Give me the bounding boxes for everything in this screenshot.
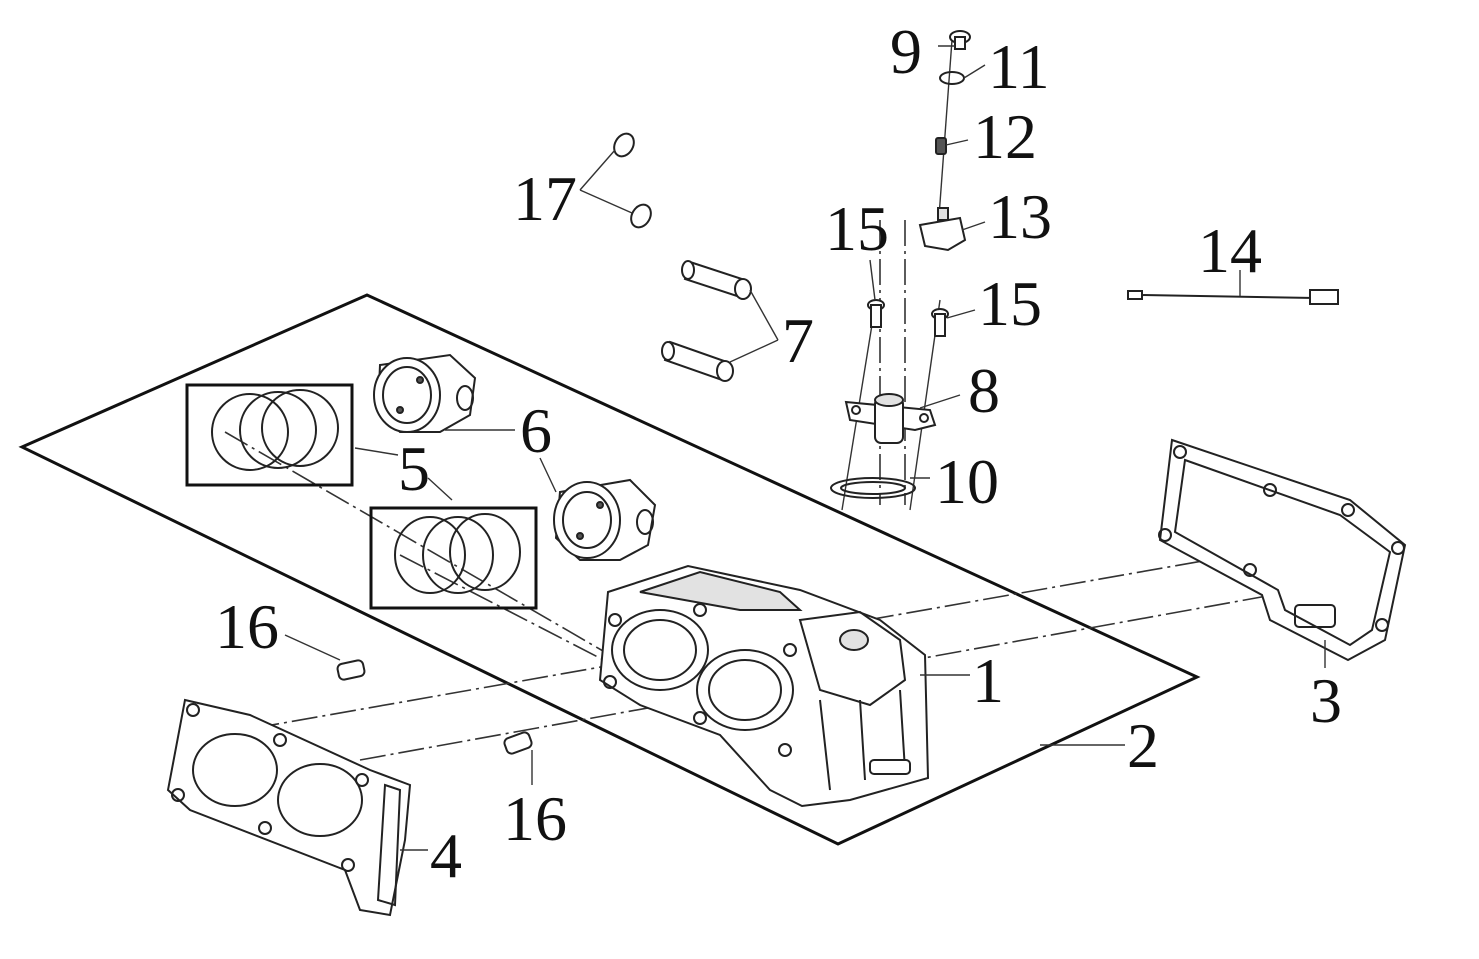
callout-2: 2 xyxy=(1127,710,1159,781)
dowel-pin-lower xyxy=(503,731,533,755)
callout-8: 8 xyxy=(968,355,1000,426)
piston-ring-set-upper xyxy=(185,383,354,487)
o-ring-17 xyxy=(613,132,652,229)
leader-lines xyxy=(284,45,1326,851)
callout-14: 14 xyxy=(1198,215,1262,286)
cam-chain-tensioner xyxy=(844,393,937,444)
callout-9: 9 xyxy=(890,16,922,87)
callout-5: 5 xyxy=(398,433,430,504)
spring-12 xyxy=(935,137,947,155)
piston-pin-upper xyxy=(681,260,752,300)
piston-pin-lower xyxy=(661,340,734,382)
sensor-wire-14 xyxy=(1127,289,1339,305)
callout-15-right: 15 xyxy=(978,268,1042,339)
callout-15-left: 15 xyxy=(825,193,889,264)
callout-12: 12 xyxy=(973,101,1037,172)
bolt-15-right xyxy=(931,308,949,337)
callout-3: 3 xyxy=(1310,665,1342,736)
callout-13: 13 xyxy=(988,181,1052,252)
bolt-15-left xyxy=(867,299,885,328)
dowel-pin-upper xyxy=(336,659,366,681)
callout-16-lower: 16 xyxy=(503,783,567,854)
callout-16-upper: 16 xyxy=(215,591,279,662)
cylinder-gasket-right xyxy=(1158,438,1407,662)
callout-17: 17 xyxy=(513,163,577,234)
piston-upper xyxy=(373,353,477,433)
tensioner-cap-13 xyxy=(918,207,967,252)
callout-10: 10 xyxy=(935,446,999,517)
bolt-9 xyxy=(949,30,971,50)
callout-1: 1 xyxy=(972,645,1004,716)
callout-6-upper: 6 xyxy=(520,395,552,466)
callout-7: 7 xyxy=(782,305,814,376)
cylinder-block xyxy=(598,564,930,808)
washer-11 xyxy=(939,71,965,85)
piston-ring-set-lower xyxy=(369,506,538,610)
callout-11: 11 xyxy=(988,31,1050,102)
piston-lower xyxy=(553,478,657,561)
callout-4: 4 xyxy=(430,820,462,891)
cylinder-gasket-left xyxy=(166,698,412,917)
kit-outline xyxy=(18,293,1201,846)
tensioner-gasket xyxy=(830,477,916,499)
